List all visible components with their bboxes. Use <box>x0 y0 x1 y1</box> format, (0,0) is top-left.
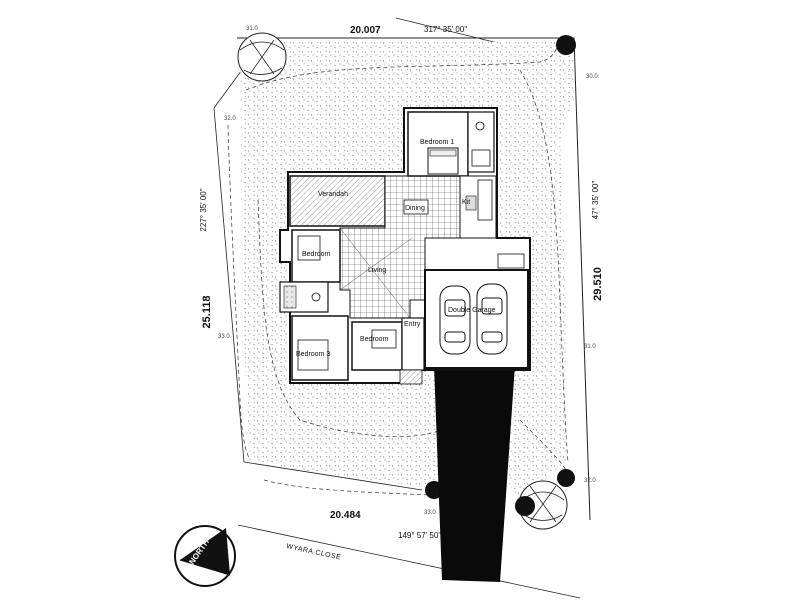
room-label-bedroom-south: Bedroom 3 <box>296 351 330 358</box>
level-tag: 30.0 <box>586 74 598 80</box>
boundary-bearing-top: 317° 35' 00" <box>424 25 467 34</box>
tree-icon <box>518 480 568 530</box>
level-tag: 33.0 <box>218 334 230 340</box>
contour-lines <box>227 39 569 496</box>
level-tag: 33.0 <box>424 510 436 516</box>
boundary-length-top: 20.007 <box>350 25 381 36</box>
level-tag: 32.0 <box>224 116 236 122</box>
room-label-garage: Double Garage <box>448 307 496 314</box>
dining-table-icon <box>403 199 429 215</box>
car-icon <box>439 285 471 355</box>
room-label-master: Bedroom 1 <box>420 139 454 146</box>
level-tag: 32.0 <box>584 478 596 484</box>
room-label-living: Living <box>368 267 386 274</box>
tree-icon <box>237 32 287 82</box>
room-label-bedroom-mid: Bedroom <box>360 336 389 343</box>
level-tag: 31.0 <box>584 344 596 350</box>
street-name: WYARA CLOSE <box>286 543 342 561</box>
room-label-verandah: Verandah <box>318 191 348 198</box>
boundary-bearing-bottom: 149° 57' 50" <box>398 531 441 540</box>
level-tag: 31.0 <box>246 26 258 32</box>
verandah <box>289 175 386 227</box>
boundary-length-left: 25.118 <box>201 295 213 328</box>
room-label-bedroom-west: Bedroom <box>302 251 331 258</box>
property-boundary <box>213 17 591 599</box>
boundary-length-bottom: 20.484 <box>330 510 361 521</box>
boundary-bearing-left: 227° 35' 00" <box>199 188 208 231</box>
room-label-dining: Dining <box>405 205 425 212</box>
room-label-kitchen: Kit <box>462 199 470 206</box>
driveway <box>434 365 515 582</box>
car-icon <box>476 283 508 355</box>
north-arrow-icon: NORTH <box>174 525 236 587</box>
shrub-icon <box>425 35 576 516</box>
boundary-bearing-right: 47° 35' 00" <box>591 180 600 219</box>
room-label-entry: Entry <box>404 321 421 328</box>
boundary-length-right: 29.510 <box>592 267 604 301</box>
